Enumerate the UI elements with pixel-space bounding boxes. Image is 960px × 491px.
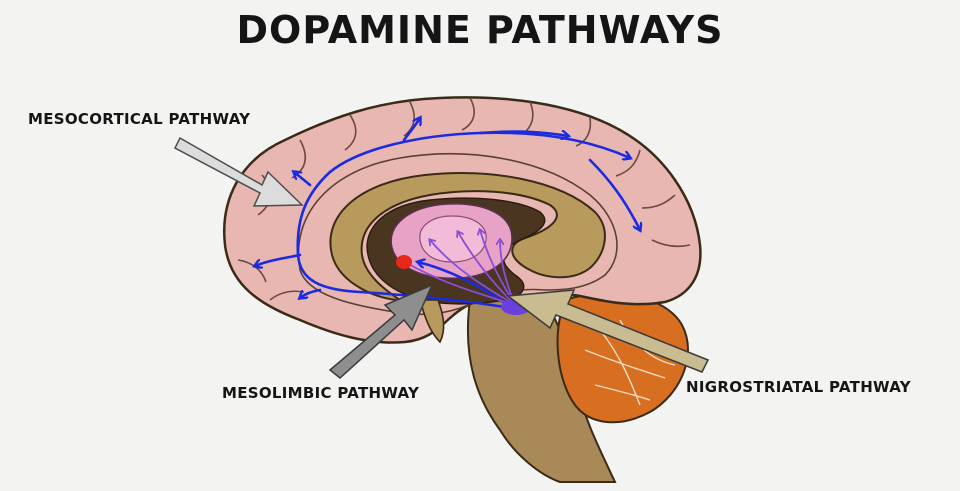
diagram-title: DOPAMINE PATHWAYS <box>236 8 724 52</box>
mesocortical-label: MESOCORTICAL PATHWAY <box>28 110 251 128</box>
hypothalamus <box>418 299 445 344</box>
thalamus-inner <box>419 215 487 263</box>
mesolimbic-pointer-arrow <box>328 283 434 379</box>
mesocortical-pointer-arrow <box>174 136 304 207</box>
ventral-tegmental-nucleus <box>396 255 412 269</box>
nigrostriatal-label: NIGROSTRIATAL PATHWAY <box>686 378 911 396</box>
mesolimbic-label: MESOLIMBIC PATHWAY <box>222 384 420 402</box>
nigrostriatal-pointer-arrow <box>506 289 710 373</box>
